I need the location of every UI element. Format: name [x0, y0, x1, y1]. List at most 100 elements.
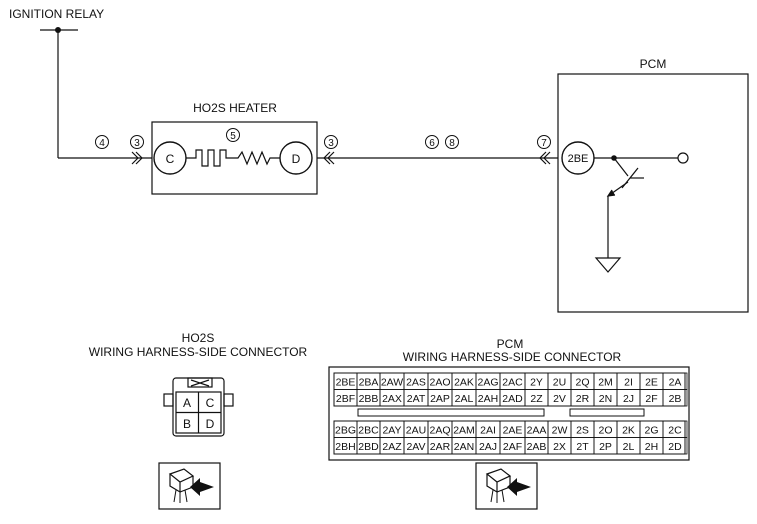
- pcm-pin-2ap: 2AP: [430, 393, 450, 405]
- pcm-pin-2k: 2K: [622, 425, 635, 437]
- transistor-symbol: [606, 157, 644, 258]
- pcm-pin-cell: [662, 437, 688, 455]
- circle-number-7: 7: [537, 135, 551, 149]
- pcm-key-slot-right: [569, 408, 645, 417]
- pcm-output-terminal: [677, 152, 689, 164]
- ignition-relay-label: IGNITION RELAY: [9, 7, 104, 21]
- pcm-pin-2ad: 2AD: [502, 393, 523, 405]
- pcm-pin-2ao: 2AO: [429, 377, 450, 389]
- pcm-pin-2al: 2AL: [455, 393, 474, 405]
- pcm-pin-2bh: 2BH: [335, 441, 355, 453]
- pcm-pin-2bc: 2BC: [358, 425, 379, 437]
- pcm-pin-2av: 2AV: [406, 441, 425, 453]
- pcm-pin-2af: 2AF: [503, 441, 522, 453]
- svg-text:5: 5: [230, 131, 236, 142]
- pcm-pin-2f: 2F: [645, 393, 657, 405]
- pcm-pin-2u: 2U: [553, 377, 566, 389]
- pcm-pin-2aj: 2AJ: [479, 441, 497, 453]
- pcm-plug-view-icon: [475, 462, 538, 510]
- pcm-pin-2z: 2Z: [530, 393, 543, 405]
- ho2s-connector-face: [163, 377, 234, 437]
- svg-text:8: 8: [449, 138, 455, 149]
- pcm-pin-2d: 2D: [668, 441, 682, 453]
- svg-text:7: 7: [541, 138, 547, 149]
- pcm-pin-2j: 2J: [623, 393, 634, 405]
- pcm-pin-2at: 2AT: [407, 393, 426, 405]
- pcm-pin-2l: 2L: [623, 441, 635, 453]
- pcm-pin-2ar: 2AR: [430, 441, 451, 453]
- svg-text:D: D: [292, 152, 301, 166]
- pcm-pin-2c: 2C: [668, 425, 682, 437]
- pcm-pin-2am: 2AM: [453, 425, 475, 437]
- svg-text:3: 3: [328, 138, 334, 149]
- pcm-pin-2ai: 2AI: [480, 425, 496, 437]
- pcm-pin-2ax: 2AX: [382, 393, 402, 405]
- pcm-pin-2x: 2X: [553, 441, 566, 453]
- pcm-connector-title-1: PCM: [497, 337, 524, 351]
- pcm-pin-2s: 2S: [576, 425, 589, 437]
- ho2s-pin-c: C: [206, 396, 215, 410]
- pcm-pin-2aa: 2AA: [527, 425, 547, 437]
- heater-label: HO2S HEATER: [193, 101, 277, 115]
- pcm-key-slot-left: [357, 408, 545, 417]
- heater-element: [186, 149, 280, 167]
- pcm-pin-2q: 2Q: [575, 377, 589, 389]
- svg-text:C: C: [166, 152, 175, 166]
- pcm-pin-2g: 2G: [644, 425, 658, 437]
- circle-number-4: 4: [95, 135, 109, 149]
- pcm-pin-2w: 2W: [552, 425, 568, 437]
- pcm-pin-2bd: 2BD: [358, 441, 379, 453]
- svg-text:3: 3: [134, 138, 140, 149]
- terminal-2be: 2BE: [561, 141, 595, 175]
- connector-symbol-pcm: [539, 151, 551, 165]
- pcm-pin-2a: 2A: [669, 377, 682, 389]
- circle-number-6: 6: [425, 135, 439, 149]
- circle-number-5: 5: [226, 128, 240, 142]
- pcm-pin-2i: 2I: [624, 377, 633, 389]
- pcm-pin-2bg: 2BG: [335, 425, 356, 437]
- pcm-pin-2r: 2R: [576, 393, 590, 405]
- pcm-pin-2au: 2AU: [406, 425, 426, 437]
- pcm-pin-2v: 2V: [553, 393, 566, 405]
- pcm-pin-2ag: 2AG: [477, 377, 498, 389]
- pcm-connector-outline: [328, 366, 690, 461]
- svg-text:6: 6: [429, 138, 435, 149]
- connector-symbol-right: [323, 151, 335, 165]
- connector-symbol-left: [131, 151, 143, 165]
- pcm-pin-2be: 2BE: [336, 377, 356, 389]
- pcm-pin-2ah: 2AH: [478, 393, 498, 405]
- pcm-pin-2o: 2O: [598, 425, 612, 437]
- pcm-connector-title-2: WIRING HARNESS-SIDE CONNECTOR: [403, 350, 622, 364]
- ground-symbol: [594, 257, 622, 273]
- pcm-pin-2ab: 2AB: [527, 441, 547, 453]
- pcm-pin-2m: 2M: [598, 377, 613, 389]
- pcm-pin-2ak: 2AK: [454, 377, 474, 389]
- pcm-pin-2h: 2H: [645, 441, 658, 453]
- terminal-d: D: [279, 141, 313, 175]
- pcm-pin-cell: [662, 389, 688, 407]
- pcm-pin-2ac: 2AC: [502, 377, 523, 389]
- pcm-box: [557, 73, 749, 313]
- terminal-c: C: [153, 141, 187, 175]
- pcm-label: PCM: [640, 57, 667, 71]
- pcm-pin-2b: 2B: [669, 393, 682, 405]
- pcm-pin-2n: 2N: [599, 393, 612, 405]
- pcm-pin-2ae: 2AE: [503, 425, 523, 437]
- circle-number-3-left: 3: [130, 135, 144, 149]
- ho2s-pin-b: B: [183, 417, 191, 431]
- circle-number-3-right: 3: [324, 135, 338, 149]
- pcm-pin-2as: 2AS: [406, 377, 426, 389]
- pcm-pin-2e: 2E: [645, 377, 658, 389]
- circle-number-8: 8: [445, 135, 459, 149]
- pcm-pin-2aq: 2AQ: [429, 425, 450, 437]
- ho2s-connector-title-2: WIRING HARNESS-SIDE CONNECTOR: [89, 345, 308, 359]
- ho2s-pin-a: A: [183, 396, 191, 410]
- pcm-pin-2y: 2Y: [530, 377, 543, 389]
- pcm-pin-2an: 2AN: [454, 441, 474, 453]
- ho2s-connector-title-1: HO2S: [182, 331, 215, 345]
- pcm-pin-2p: 2P: [599, 441, 612, 453]
- pcm-pin-2bf: 2BF: [336, 393, 355, 405]
- svg-text:4: 4: [99, 138, 105, 149]
